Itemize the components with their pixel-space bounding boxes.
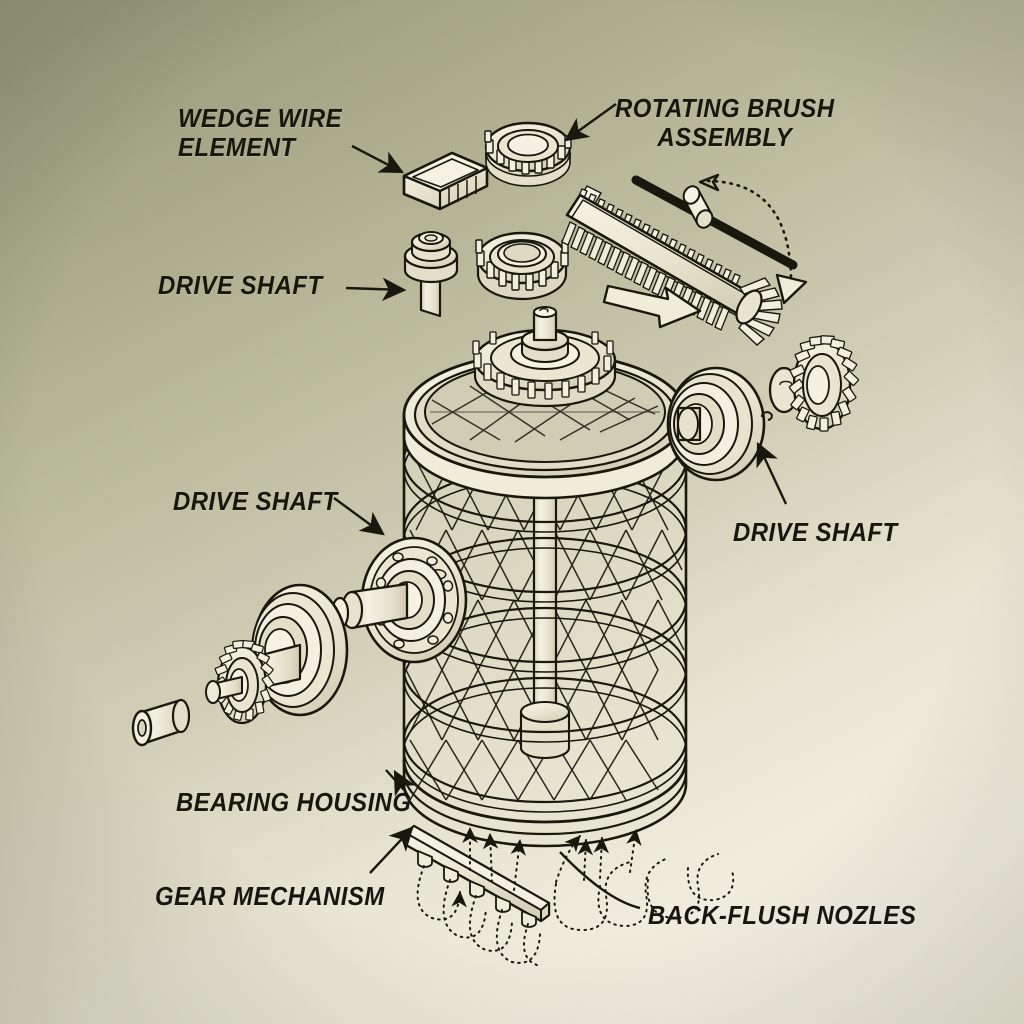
leader-drive-shaft-top: [345, 277, 407, 302]
label-drive-shaft-left: DRIVE SHAFT: [173, 486, 338, 516]
label-drive-shaft-top: DRIVE SHAFT: [158, 270, 323, 300]
label-gear-mechanism: GEAR MECHANISM: [155, 881, 385, 911]
component-left-gear: [205, 639, 275, 725]
component-left-flange-hub: [330, 536, 468, 664]
component-assembly-block-arrow: [602, 284, 702, 329]
component-rotation-arc-arrow: [706, 179, 793, 282]
label-wedge-wire-element: WEDGE WIRE ELEMENT: [178, 103, 343, 163]
component-left-end-cap: [131, 698, 191, 747]
component-spray-flow: [416, 827, 735, 967]
label-rotating-brush-assembly: ROTATING BRUSH ASSEMBLY: [615, 93, 835, 153]
drum-bottom-rim: [402, 759, 688, 848]
component-wedge-wire-element: [402, 151, 489, 211]
label-back-flush-nozles: BACK-FLUSH NOZLES: [648, 900, 917, 930]
drum-lower-hub: [519, 700, 571, 760]
small-clip-ring: [760, 411, 773, 421]
callout-leaders: [333, 103, 788, 910]
rotation-arrow-head-left: [698, 173, 720, 192]
leader-bearing-housing: [393, 769, 416, 801]
leader-wedge-wire-element: [351, 144, 405, 174]
label-bearing-housing: BEARING HOUSING: [176, 787, 412, 817]
leader-rotating-brush: [564, 103, 617, 142]
component-brush-roller: [561, 185, 783, 346]
drum-top-lattice: [430, 379, 660, 443]
leader-drive-shaft-right: [756, 441, 788, 505]
component-right-hub: [666, 366, 766, 482]
leader-drum-top-pointer: [385, 769, 405, 791]
component-brush-shaft: [631, 175, 798, 270]
leader-back-flush: [559, 851, 641, 910]
leader-drive-shaft-left: [333, 497, 385, 536]
label-drive-shaft-right: DRIVE SHAFT: [733, 517, 898, 547]
component-right-gear: [788, 335, 860, 432]
leader-gear-mechanism: [369, 826, 414, 874]
component-mid-gear-ring: [475, 231, 569, 301]
component-top-gear: [484, 121, 572, 187]
rotation-arrow-head-right: [775, 273, 808, 305]
component-drive-shaft-stub: [403, 231, 459, 318]
component-drum-top-gear: [472, 306, 617, 408]
